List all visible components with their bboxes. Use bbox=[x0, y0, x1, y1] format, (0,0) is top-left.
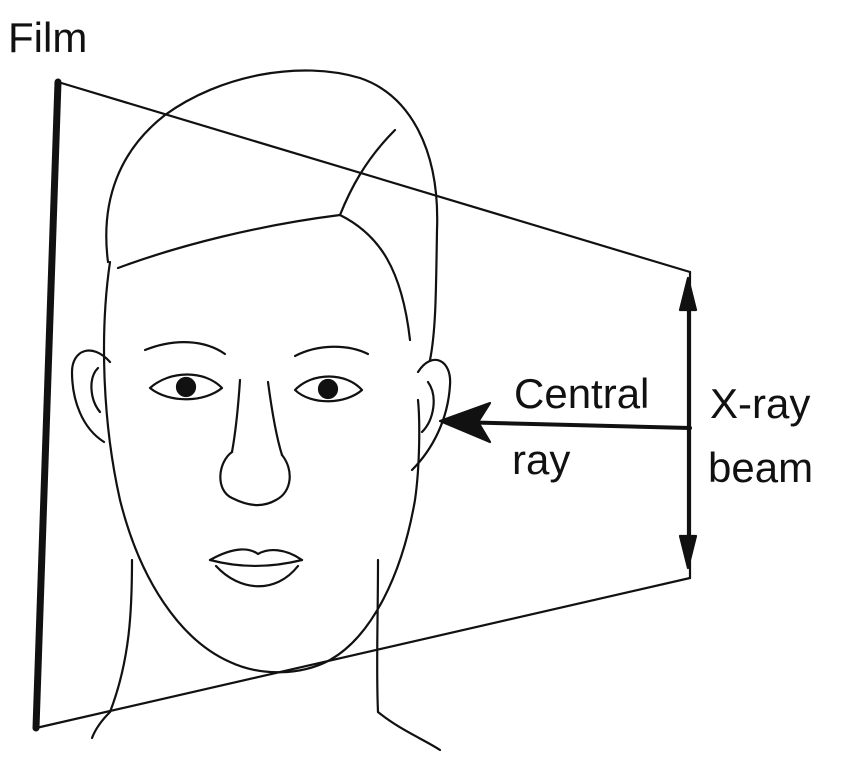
central-ray-arrow bbox=[454, 422, 690, 428]
right-ear-inner bbox=[422, 382, 434, 432]
beam-width-arrowhead-top bbox=[680, 278, 696, 310]
beam-upper-edge bbox=[58, 82, 690, 272]
neck-left bbox=[110, 560, 132, 712]
shoulder-right bbox=[378, 712, 440, 750]
left-pupil bbox=[177, 378, 195, 396]
left-ear-inner bbox=[91, 368, 100, 412]
film-plate bbox=[36, 82, 58, 728]
hair-outline bbox=[106, 70, 437, 360]
beam-lower-edge bbox=[36, 578, 690, 728]
nose-right bbox=[268, 382, 282, 455]
upper-lip bbox=[210, 549, 302, 560]
xray-beam-label-line2: beam bbox=[708, 444, 813, 491]
beam-width-arrowhead-bottom bbox=[680, 536, 696, 568]
hair-side-right bbox=[340, 215, 410, 340]
mouth-line bbox=[210, 560, 302, 566]
xray-beam-label-line1: X-ray bbox=[710, 380, 810, 427]
nose-bottom bbox=[220, 452, 289, 505]
face-outline bbox=[104, 262, 419, 672]
hair-part bbox=[340, 130, 395, 215]
left-eyebrow bbox=[145, 342, 225, 354]
lower-lip bbox=[216, 566, 298, 586]
nose-left bbox=[232, 380, 240, 452]
neck-right bbox=[377, 560, 378, 712]
right-eyebrow bbox=[295, 347, 368, 356]
central-ray-label-line2: ray bbox=[512, 436, 570, 483]
hairline bbox=[118, 215, 340, 268]
right-pupil bbox=[319, 380, 337, 398]
shoulder-left bbox=[92, 712, 110, 738]
central-ray-label-line1: Central bbox=[514, 370, 649, 417]
film-label: Film bbox=[8, 14, 87, 61]
